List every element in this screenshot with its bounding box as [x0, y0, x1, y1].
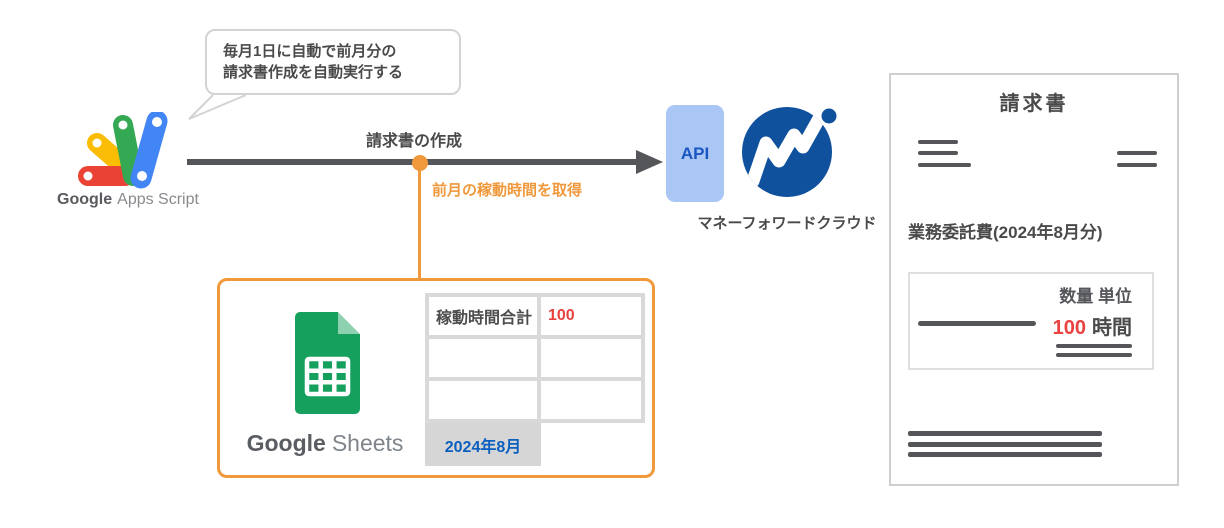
invoice-footer-line: [908, 431, 1102, 436]
invoice-quantity-box: 数量 単位 100 時間: [908, 272, 1154, 370]
invoice-item-title: 業務委託費(2024年8月分): [908, 223, 1103, 242]
table-cell-empty: [429, 339, 537, 377]
invoice-item-line: [918, 321, 1036, 326]
invoice-qty-value: 100: [1052, 317, 1086, 339]
spreadsheet-sheet-tab: 2024年8月: [425, 423, 541, 466]
table-cell-empty: [429, 381, 537, 419]
invoice-subtotal-line: [1056, 344, 1132, 348]
moneyforward-icon: [742, 107, 837, 197]
callout-bubble-tail: [188, 94, 247, 120]
invoice-address-line: [918, 140, 958, 144]
google-sheets-icon: [295, 312, 360, 414]
table-cell-empty: [541, 339, 641, 377]
table-cell-empty: [541, 381, 641, 419]
branch-connector-dot: [412, 155, 428, 171]
invoice-qty-unit: 時間: [1092, 317, 1132, 339]
sheets-brand-rest: Sheets: [331, 430, 404, 456]
flow-arrow-head: [636, 150, 663, 174]
flow-arrow-label: 請求書の作成: [365, 133, 462, 150]
invoice-subtotal-line: [1056, 353, 1132, 357]
invoice-footer-line: [908, 442, 1102, 447]
callout-bubble: [205, 29, 461, 95]
api-label: API: [680, 143, 710, 163]
invoice-address-line: [918, 151, 958, 155]
invoice-title: 請求書: [999, 93, 1069, 115]
invoice-document: 請求書 業務委託費(2024年8月分) 数量 単位 100 時間: [889, 73, 1179, 486]
google-apps-script-icon: [78, 112, 168, 189]
table-cell-value: 100: [541, 297, 641, 335]
gas-brand-rest: Apps Script: [117, 191, 199, 208]
callout-text: 毎月1日に自動で前月分の請求書作成を自動実行する: [223, 41, 403, 83]
invoice-qty-header: 数量 単位: [1059, 287, 1132, 306]
table-cell-header: 稼動時間合計: [429, 297, 537, 335]
gas-brand-bold: Google: [57, 191, 113, 208]
callout-line1: 毎月1日に自動で前月分の: [223, 43, 397, 60]
moneyforward-label: マネーフォワードクラウド: [697, 215, 877, 232]
branch-connector-line: [418, 163, 421, 278]
sheets-brand-bold: Google: [246, 430, 326, 456]
api-box: API: [666, 105, 724, 202]
spreadsheet-table: 稼動時間合計 100: [425, 293, 645, 423]
invoice-address-line: [918, 163, 971, 167]
invoice-meta-line: [1117, 163, 1157, 167]
invoice-footer-line: [908, 452, 1102, 457]
callout-line2: 請求書作成を自動実行する: [223, 64, 404, 81]
invoice-qty-row: 100 時間: [1053, 311, 1132, 340]
invoice-meta-line: [1117, 151, 1157, 155]
branch-label: 前月の稼動時間を取得: [432, 182, 583, 199]
